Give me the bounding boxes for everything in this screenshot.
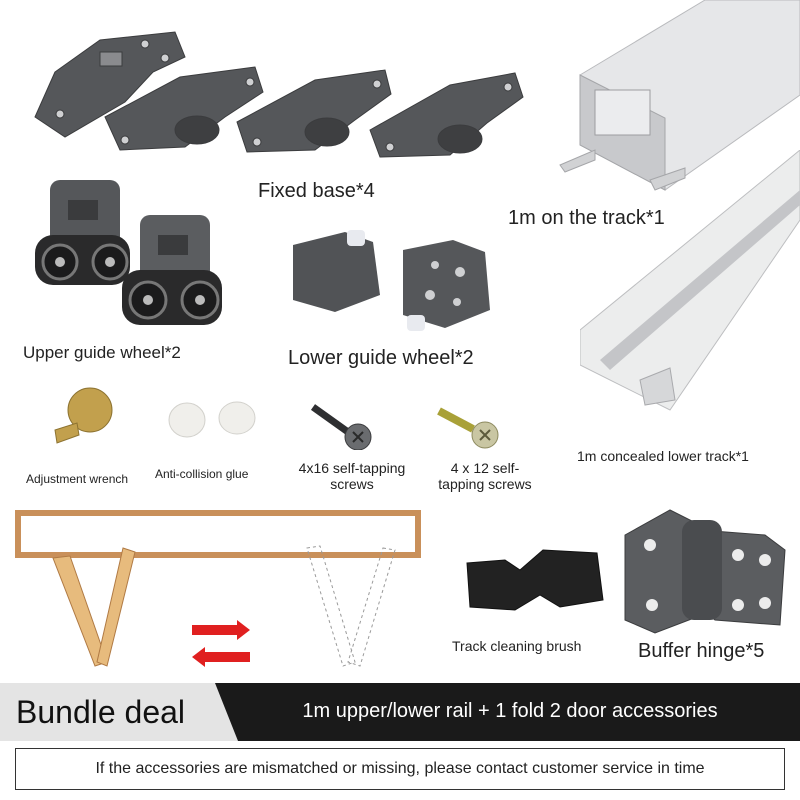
upper-guide-wheel-label: Upper guide wheel*2: [23, 343, 181, 362]
arrow-right-icon: [192, 620, 250, 640]
screw-4x16-label: 4x16 self-tapping screws: [298, 460, 406, 492]
fixed-base-image-4: [369, 72, 524, 158]
fixed-base-part: [236, 69, 392, 153]
door-frame: [15, 510, 421, 558]
bundle-deal-label: Bundle deal: [16, 694, 186, 730]
door-panel: [96, 547, 136, 667]
lower-track-label: 1m concealed lower track*1: [577, 448, 749, 464]
upper-track-image: [559, 0, 800, 191]
fixed-base-image: [34, 31, 392, 153]
adjustment-wrench-label: Adjustment wrench: [26, 472, 129, 486]
folding-door-diagram: [15, 510, 421, 667]
buffer-hinge-label: Buffer hinge*5: [638, 640, 765, 662]
door-panel-ghost: [306, 545, 356, 667]
service-notice: If the accessories are mismatched or mis…: [15, 748, 785, 790]
track-cleaning-brush-label: Track cleaning brush: [452, 638, 582, 654]
screw-4x12-label: 4 x 12 self-tapping screws: [438, 460, 532, 492]
adjustment-wrench-image: [54, 387, 113, 444]
fixed-base-part: [34, 31, 186, 138]
door-panel-ghost: [347, 547, 396, 667]
bundle-deal-badge: [0, 683, 238, 741]
upper-guide-wheel-image: [35, 180, 222, 325]
lower-track-image: [580, 150, 800, 411]
upper-track-label: 1m on the track*1: [508, 207, 665, 229]
track-cleaning-brush-image: [466, 549, 604, 611]
arrow-left-icon: [192, 647, 250, 667]
lower-guide-wheel-part: [403, 240, 490, 331]
lower-guide-wheel-part: [293, 230, 380, 312]
upper-guide-wheel-part: [35, 180, 130, 285]
service-notice-text: If the accessories are mismatched or mis…: [95, 760, 705, 777]
lower-guide-wheel-image: [293, 230, 490, 331]
anti-collision-glue-image: [168, 401, 256, 438]
upper-guide-wheel-part: [122, 215, 222, 325]
door-panel: [52, 555, 108, 667]
deal-description: 1m upper/lower rail + 1 fold 2 door acce…: [302, 700, 718, 722]
screw-4x16-image: [310, 404, 372, 450]
fixed-base-label: Fixed base*4: [258, 180, 375, 202]
buffer-hinge-image: [624, 509, 786, 634]
screw-4x12-image: [437, 407, 499, 449]
fixed-base-part: [369, 72, 524, 158]
lower-guide-wheel-label: Lower guide wheel*2: [288, 347, 474, 369]
fixed-base-part: [104, 66, 264, 151]
anti-collision-glue-label: Anti-collision glue: [155, 467, 249, 481]
